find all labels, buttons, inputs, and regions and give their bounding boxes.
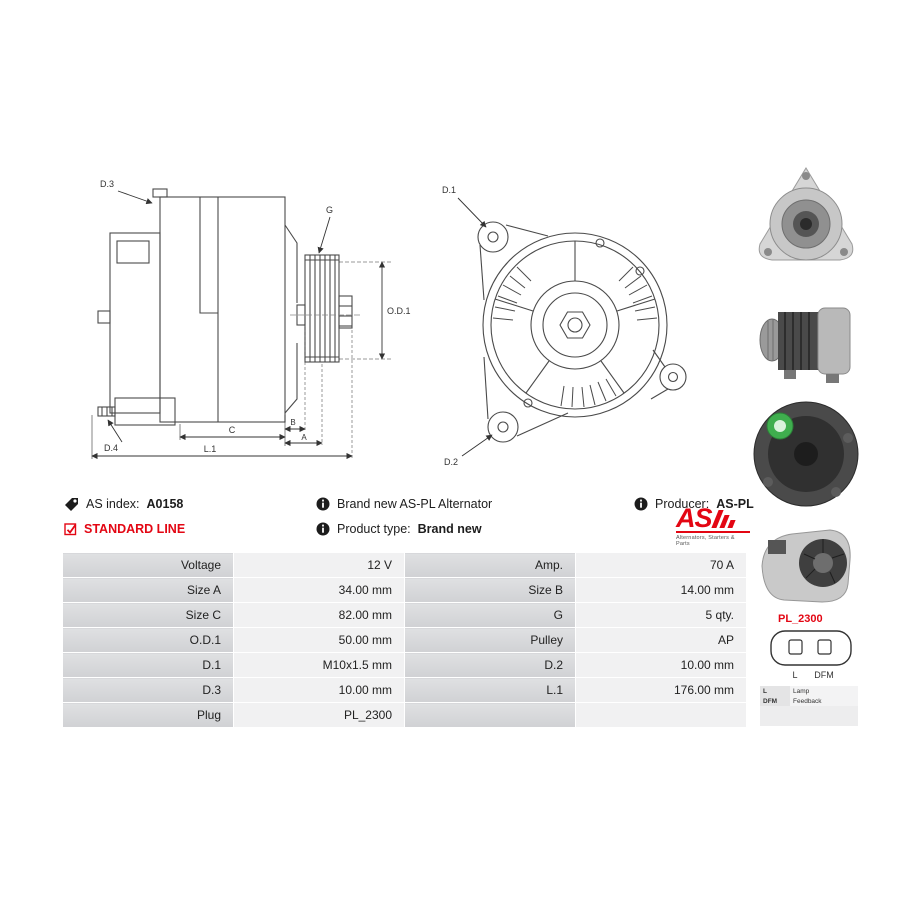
label-b: B [290, 418, 295, 427]
info-icon [634, 497, 648, 511]
label-od1: O.D.1 [387, 306, 411, 316]
dimension-leaders [457, 197, 493, 457]
spec-label: Size C [62, 602, 234, 628]
spec-value: 50.00 mm [233, 627, 405, 653]
spec-value: M10x1.5 mm [233, 652, 405, 678]
spec-label: D.3 [62, 677, 234, 703]
producer-label: Producer: [655, 497, 710, 511]
legend-row: DFM Feedback [760, 696, 858, 706]
spec-value: 10.00 mm [233, 677, 405, 703]
plug-code: PL_2300 [778, 613, 823, 625]
spec-label: Voltage [62, 552, 234, 578]
spec-table: Voltage 12 V Amp. 70 A Size A 34.00 mm S… [62, 552, 747, 728]
spec-value: 5 qty. [575, 602, 747, 628]
label-d4: D.4 [104, 443, 118, 453]
spec-value: 10.00 mm [575, 652, 747, 678]
alternator-front-outline [477, 221, 687, 443]
legend-value: Feedback [790, 696, 858, 706]
product-type: Product type: Brand new [316, 521, 482, 537]
spec-label: D.1 [62, 652, 234, 678]
standard-line-text: STANDARD LINE [84, 522, 186, 536]
dimension-lines [91, 190, 392, 460]
table-row: D.3 10.00 mm L.1 176.00 mm [62, 677, 747, 703]
legend-key: DFM [760, 696, 790, 706]
pin-label-dfm: DFM [814, 670, 834, 680]
drawing-side-view: D.3 D.4 G O.D.1 C B A L.1 [91, 179, 411, 460]
tag-icon [64, 497, 79, 512]
label-l1: L.1 [204, 444, 217, 454]
plug-legend: L Lamp DFM Feedback [760, 686, 858, 726]
logo-subtext: Alternators, Starters & Parts [676, 535, 735, 547]
label-d3: D.3 [100, 179, 114, 189]
product-photo-rear [753, 401, 859, 507]
spec-value: AP [575, 627, 747, 653]
spec-label: Plug [62, 702, 234, 728]
spec-value [575, 702, 747, 728]
product-photo-front [758, 167, 854, 261]
spec-label: L.1 [404, 677, 576, 703]
product-photo-angle [761, 529, 851, 603]
logo-underline [676, 531, 750, 533]
table-row: O.D.1 50.00 mm Pulley AP [62, 627, 747, 653]
label-g: G [326, 205, 333, 215]
label-d2: D.2 [444, 457, 458, 467]
spec-label: O.D.1 [62, 627, 234, 653]
spec-label [404, 702, 576, 728]
legend-row-empty [760, 716, 858, 726]
plug-connector-drawing: L DFM [770, 630, 852, 680]
spec-value: 176.00 mm [575, 677, 747, 703]
table-row: D.1 M10x1.5 mm D.2 10.00 mm [62, 652, 747, 678]
legend-key: L [760, 686, 790, 696]
dimension-labels-front: D.1 D.2 [442, 185, 458, 467]
legend-row: L Lamp [760, 686, 858, 696]
as-index-value: A0158 [146, 497, 184, 511]
spec-value: 82.00 mm [233, 602, 405, 628]
producer: Producer: AS-PL [634, 496, 754, 512]
product-description: Brand new AS-PL Alternator [316, 496, 492, 512]
table-row: Plug PL_2300 [62, 702, 747, 728]
legend-row-empty [760, 706, 858, 716]
description-text: Brand new AS-PL Alternator [337, 497, 493, 511]
dimension-labels: D.3 D.4 G O.D.1 C B A L.1 [100, 179, 411, 454]
vent-hatching [492, 266, 658, 408]
drawing-front-view: D.1 D.2 [442, 185, 687, 467]
spec-label: Pulley [404, 627, 576, 653]
table-row: Voltage 12 V Amp. 70 A [62, 552, 747, 578]
info-icon [316, 522, 330, 536]
spec-value: 14.00 mm [575, 577, 747, 603]
logo-text: AS [676, 503, 713, 533]
alternator-side-outline [97, 188, 360, 426]
as-index: AS index: A0158 [64, 496, 183, 512]
spec-value: 34.00 mm [233, 577, 405, 603]
product-type-value: Brand new [417, 522, 482, 536]
label-a: A [301, 433, 307, 442]
info-icon [316, 497, 330, 511]
producer-value: AS-PL [716, 497, 754, 511]
as-index-label: AS index: [86, 497, 140, 511]
logo-stripes-icon [710, 510, 736, 530]
pin-label-l: L [792, 670, 797, 680]
table-row: Size A 34.00 mm Size B 14.00 mm [62, 577, 747, 603]
spec-label: D.2 [404, 652, 576, 678]
spec-value: 12 V [233, 552, 405, 578]
spec-label: Amp. [404, 552, 576, 578]
spec-label: G [404, 602, 576, 628]
spec-label: Size B [404, 577, 576, 603]
product-type-label: Product type: [337, 522, 411, 536]
standard-line: STANDARD LINE [64, 521, 185, 537]
as-pl-logo: AS Alternators, Starters & Parts [676, 503, 750, 547]
spec-label: Size A [62, 577, 234, 603]
table-row: Size C 82.00 mm G 5 qty. [62, 602, 747, 628]
check-icon [64, 522, 77, 536]
legend-value: Lamp [790, 686, 858, 696]
spec-value: PL_2300 [233, 702, 405, 728]
spec-value: 70 A [575, 552, 747, 578]
label-c: C [229, 425, 236, 435]
product-photo-side [759, 307, 851, 383]
label-d1: D.1 [442, 185, 456, 195]
